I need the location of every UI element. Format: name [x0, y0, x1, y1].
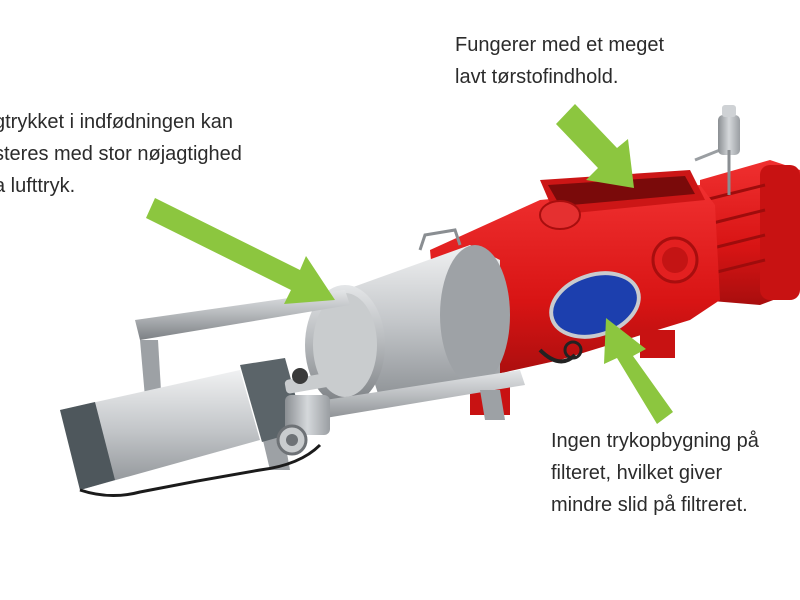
- green-arrow-icon: [604, 318, 673, 424]
- annotation-line: Ingen trykopbygning på: [551, 430, 759, 452]
- annotation-line: Fungerer med et meget: [455, 34, 664, 56]
- annotation-line: lavt tørstofindhold.: [455, 66, 619, 88]
- annotation-line: a lufttryk.: [0, 175, 76, 197]
- annotation-line: mindre slid på filtreret.: [551, 494, 748, 516]
- annotation-no-pressure-buildup: Ingen trykopbygning på filteret, hvilket…: [551, 425, 759, 521]
- valve: [694, 105, 740, 195]
- green-arrow-icon: [556, 104, 634, 188]
- motor: [700, 160, 800, 305]
- annotation-feed-pressure: gtrykket i indfødningen kan steres med s…: [0, 106, 242, 202]
- green-arrow-icon: [146, 198, 335, 304]
- screw-housing: [305, 228, 510, 405]
- annotation-low-dry-matter: Fungerer med et meget lavt tørstofindhol…: [455, 29, 664, 93]
- annotation-line: gtrykket i indfødningen kan: [0, 111, 234, 133]
- regulator: [276, 368, 330, 456]
- annotation-line: filteret, hvilket giver: [551, 462, 723, 484]
- annotation-line: steres med stor nøjagtighed: [0, 143, 242, 165]
